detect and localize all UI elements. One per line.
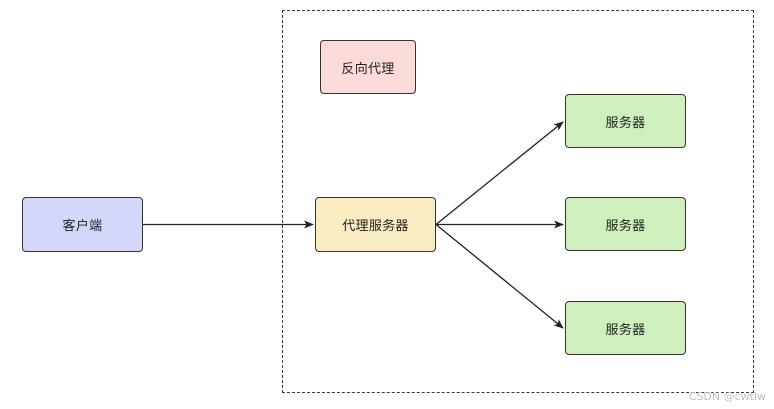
edge-proxy-to-server-1 (435, 121, 564, 226)
server-label-1: 服务器 (605, 115, 646, 131)
server-node-3: 服务器 (565, 301, 686, 355)
reverse-proxy-boundary (282, 10, 754, 393)
watermark: CSDN @cwtlw (688, 390, 766, 403)
proxy-server-node: 代理服务器 (315, 197, 436, 252)
reverse-proxy-label-node: 反向代理 (320, 40, 416, 94)
server-node-1: 服务器 (565, 94, 686, 148)
server-label-2: 服务器 (605, 218, 646, 234)
edge-proxy-to-server-3 (435, 223, 564, 329)
client-label: 客户端 (62, 219, 103, 234)
reverse-proxy-label: 反向代理 (341, 61, 395, 77)
server-node-2: 服务器 (565, 197, 686, 251)
client-node: 客户端 (22, 197, 143, 252)
server-label-3: 服务器 (605, 322, 646, 338)
proxy-server-label: 代理服务器 (342, 219, 409, 234)
